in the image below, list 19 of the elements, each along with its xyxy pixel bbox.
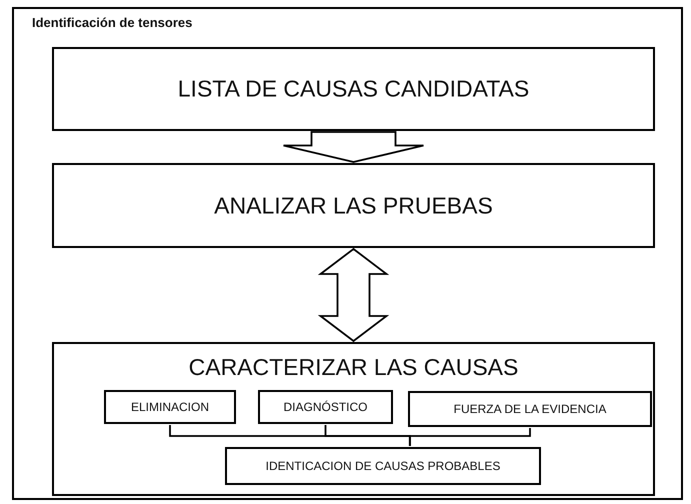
process-box bbox=[408, 391, 652, 427]
block-arrow bbox=[282, 131, 424, 163]
connector-line bbox=[408, 428, 531, 446]
process-box bbox=[52, 163, 655, 248]
process-box bbox=[52, 47, 655, 131]
process-box bbox=[104, 390, 236, 424]
node-label: DIAGNÓSTICO bbox=[284, 400, 368, 414]
node-label: IDENTICACION DE CAUSAS PROBABLES bbox=[266, 459, 500, 473]
node-label: ELIMINACION bbox=[131, 400, 209, 414]
node-label: ANALIZAR LAS PRUEBAS bbox=[214, 192, 493, 219]
frame-panel bbox=[12, 7, 683, 500]
panel-heading: Identificación de tensores bbox=[32, 15, 192, 30]
process-box bbox=[225, 447, 541, 485]
process-box bbox=[258, 390, 393, 424]
node-label: FUERZA DE LA EVIDENCIA bbox=[454, 402, 606, 416]
group-box bbox=[52, 342, 655, 496]
node-label: CARACTERIZAR LAS CAUSAS bbox=[188, 354, 518, 381]
node-label: LISTA DE CAUSAS CANDIDATAS bbox=[178, 76, 530, 102]
double-block-arrow bbox=[318, 248, 390, 342]
